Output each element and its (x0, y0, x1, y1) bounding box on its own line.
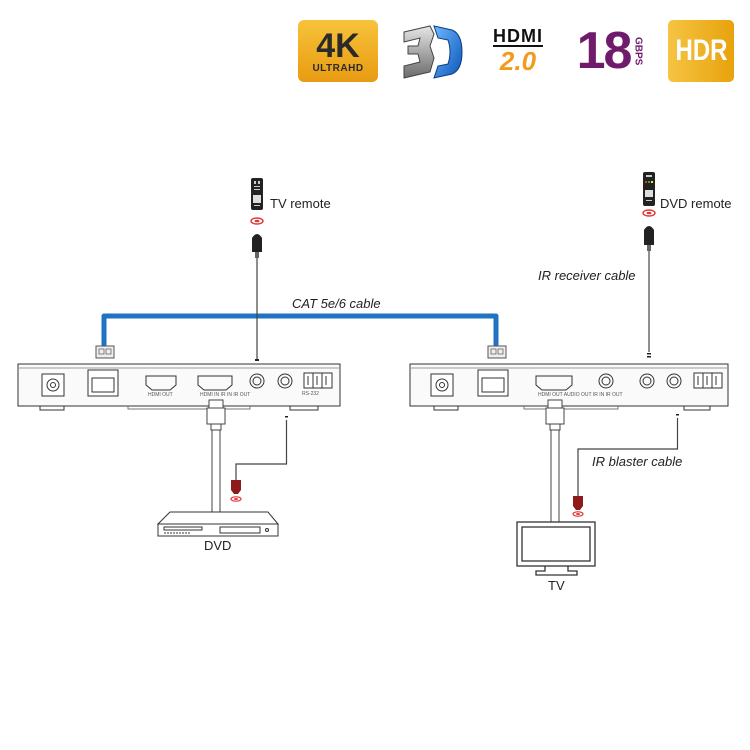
tv-icon (516, 521, 596, 576)
hdbaset-transmitter (17, 363, 341, 411)
bandwidth-unit: GBPS (632, 36, 644, 66)
ir-blaster-cable-label: IR blaster cable (592, 454, 683, 469)
tv-remote-icon (251, 178, 263, 210)
dvd-player-icon (156, 511, 280, 537)
rx-ports-label: HDMI OUT AUDIO OUT IR IN IR OUT (538, 392, 623, 398)
dvd-remote-icon (643, 172, 655, 206)
ultrahd-label: ULTRAHD (312, 62, 364, 74)
hdr-label: HDR (675, 34, 727, 67)
tv-label: TV (548, 578, 565, 593)
bandwidth-value: 18 (576, 22, 633, 80)
4k-ultrahd-badge: 4K ULTRAHD (298, 20, 378, 82)
ir-blaster-dvd (230, 416, 288, 502)
bandwidth-badge: 18 GBPS (570, 20, 650, 82)
4k-label: 4K (316, 26, 360, 65)
tv-remote-label: TV remote (270, 196, 331, 211)
cat-cable-line (101, 313, 499, 350)
ir-blaster-tv (572, 414, 679, 517)
3d-icon (403, 25, 463, 79)
hdmi-cable-tv (545, 399, 565, 522)
hdmi-2-0-badge: HDMI 2.0 (478, 20, 558, 82)
hdmi-logo-text: HDMI (493, 26, 543, 47)
hdmi-version: 2.0 (499, 46, 537, 76)
dvd-label: DVD (204, 538, 232, 553)
cat-cable-label: CAT 5e/6 cable (292, 296, 381, 311)
tx-rs232-label: RS-232 (302, 391, 319, 397)
ir-signal-icon (642, 209, 656, 217)
ir-receiver-right (644, 226, 654, 358)
hdr-badge: HDR (668, 20, 734, 82)
ir-signal-icon (250, 217, 264, 225)
hdmi-cable-dvd (206, 399, 226, 515)
rj45-plug-right (487, 345, 507, 359)
rj45-plug-left (95, 345, 115, 359)
dvd-remote-label: DVD remote (660, 196, 732, 211)
hdbaset-receiver (409, 363, 729, 411)
ir-receiver-cable-label: IR receiver cable (538, 268, 636, 283)
ir-receiver-left (252, 234, 262, 361)
tx-hdmi-out-port-label: HDMI OUT (148, 392, 173, 398)
3d-badge (400, 20, 466, 82)
tx-hdmi-in-ir-port-label: HDMI IN IR IN IR OUT (200, 392, 251, 398)
